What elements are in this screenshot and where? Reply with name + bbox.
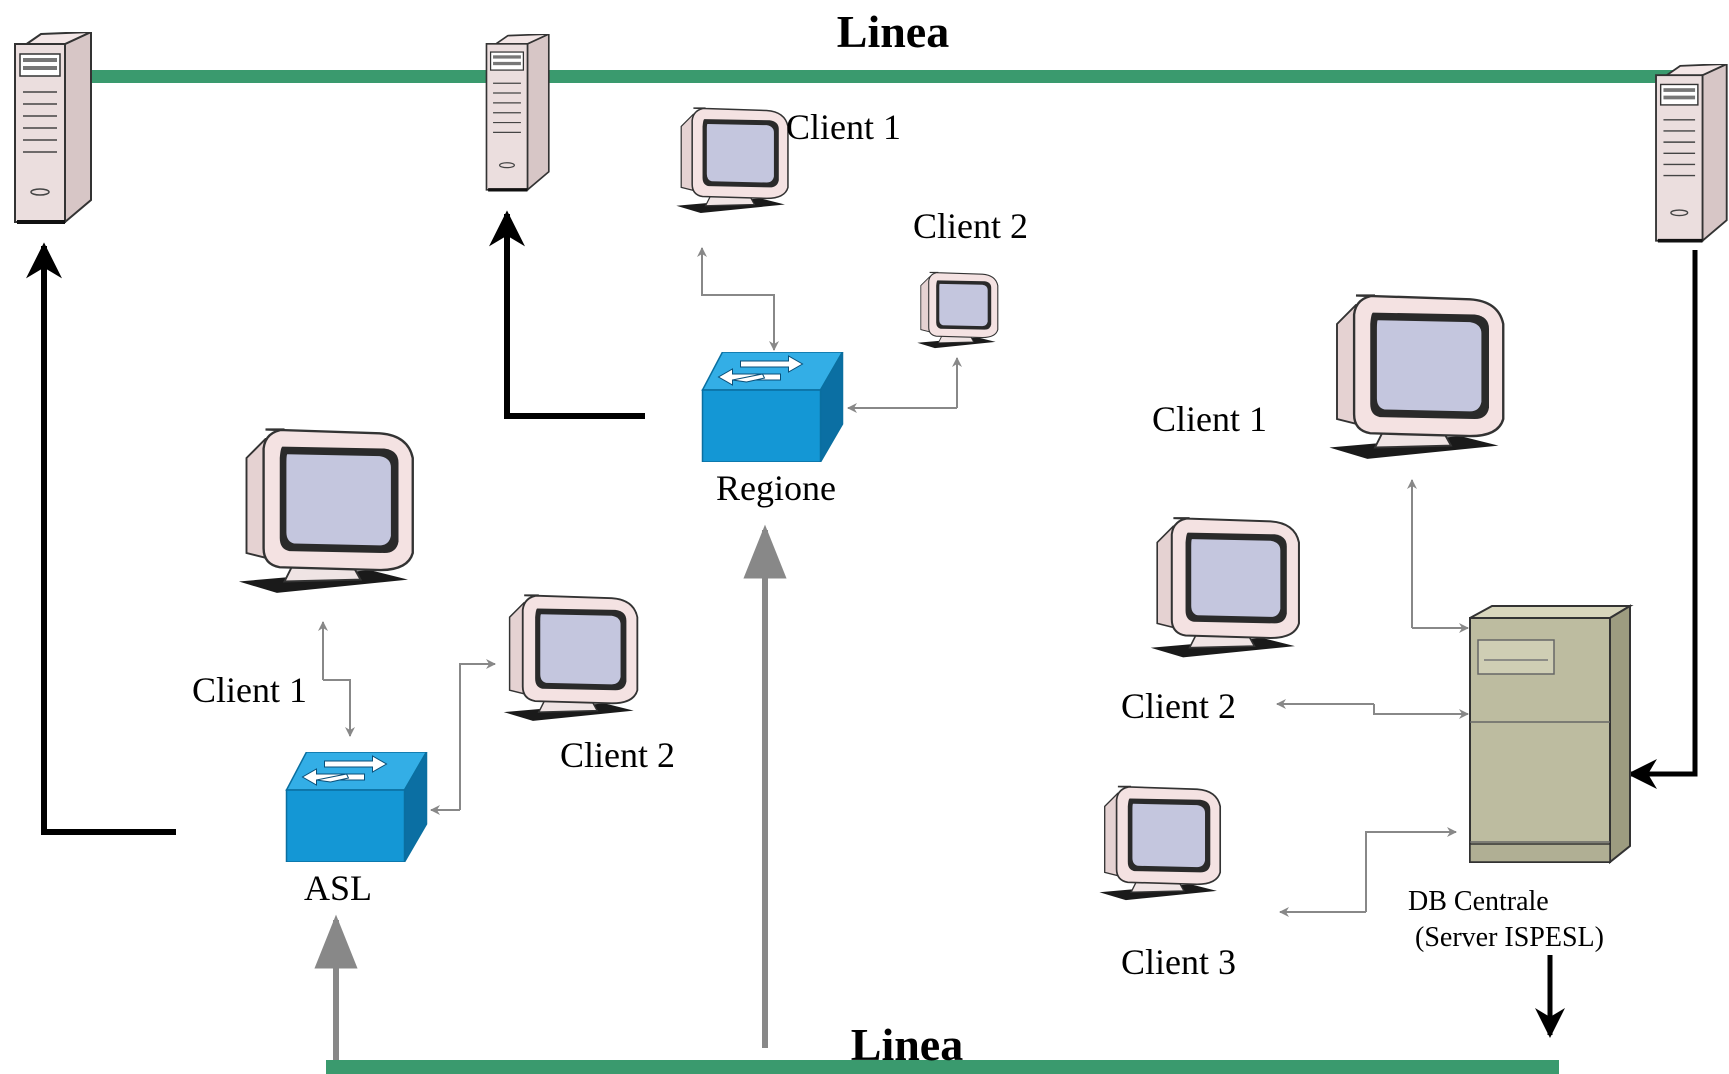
- asl-client2-monitor-icon: [502, 594, 639, 722]
- asl-switch-icon: [285, 752, 428, 862]
- asl-client2-link: [430, 659, 496, 815]
- central-client3-link: [1279, 827, 1457, 917]
- regione-client1-label: Client 1: [786, 107, 901, 147]
- central-client1-monitor-icon: [1328, 294, 1505, 461]
- asl-gateway-server-icon: [15, 32, 91, 222]
- db-central-label: DB Centrale: [1408, 886, 1549, 917]
- regione-gateway-server-icon: [484, 34, 551, 192]
- asl-uplink: [25, 242, 176, 835]
- central-client2-label: Client 2: [1121, 686, 1236, 726]
- asl-client1-link: [318, 621, 355, 737]
- asl-client1-label: Client 1: [192, 670, 307, 710]
- regione-client1-monitor-icon: [675, 107, 789, 214]
- central-client2-monitor-icon: [1149, 516, 1301, 659]
- regione-label: Regione: [716, 468, 836, 508]
- central-client1-link: [1407, 479, 1469, 633]
- asl-label: ASL: [304, 868, 372, 908]
- regione-uplink: [489, 210, 645, 419]
- top-line-label: Linea: [837, 6, 949, 57]
- bottom-line-label: Linea: [851, 1019, 963, 1070]
- central-gateway-server-icon: [1654, 64, 1729, 243]
- regione-client2-monitor-icon: [916, 271, 999, 349]
- asl-client1-monitor-icon: [237, 428, 415, 595]
- central-uplink: [1627, 250, 1698, 789]
- regione-client2-link: [847, 357, 962, 413]
- asl-client2-label: Client 2: [560, 735, 675, 775]
- regione-switch-icon: [701, 352, 844, 462]
- top-line: [40, 70, 1690, 83]
- regione-client2-label: Client 2: [913, 206, 1028, 246]
- db-central-server-icon: [1469, 604, 1634, 865]
- central-client3-monitor-icon: [1098, 785, 1222, 902]
- central-client1-label: Client 1: [1152, 399, 1267, 439]
- central-client3-label: Client 3: [1121, 942, 1236, 982]
- central-client2-link: [1276, 699, 1469, 719]
- regione-client1-link: [697, 247, 779, 351]
- db-central-sublabel: (Server ISPESL): [1415, 922, 1604, 953]
- bottom-line: [326, 1060, 1559, 1074]
